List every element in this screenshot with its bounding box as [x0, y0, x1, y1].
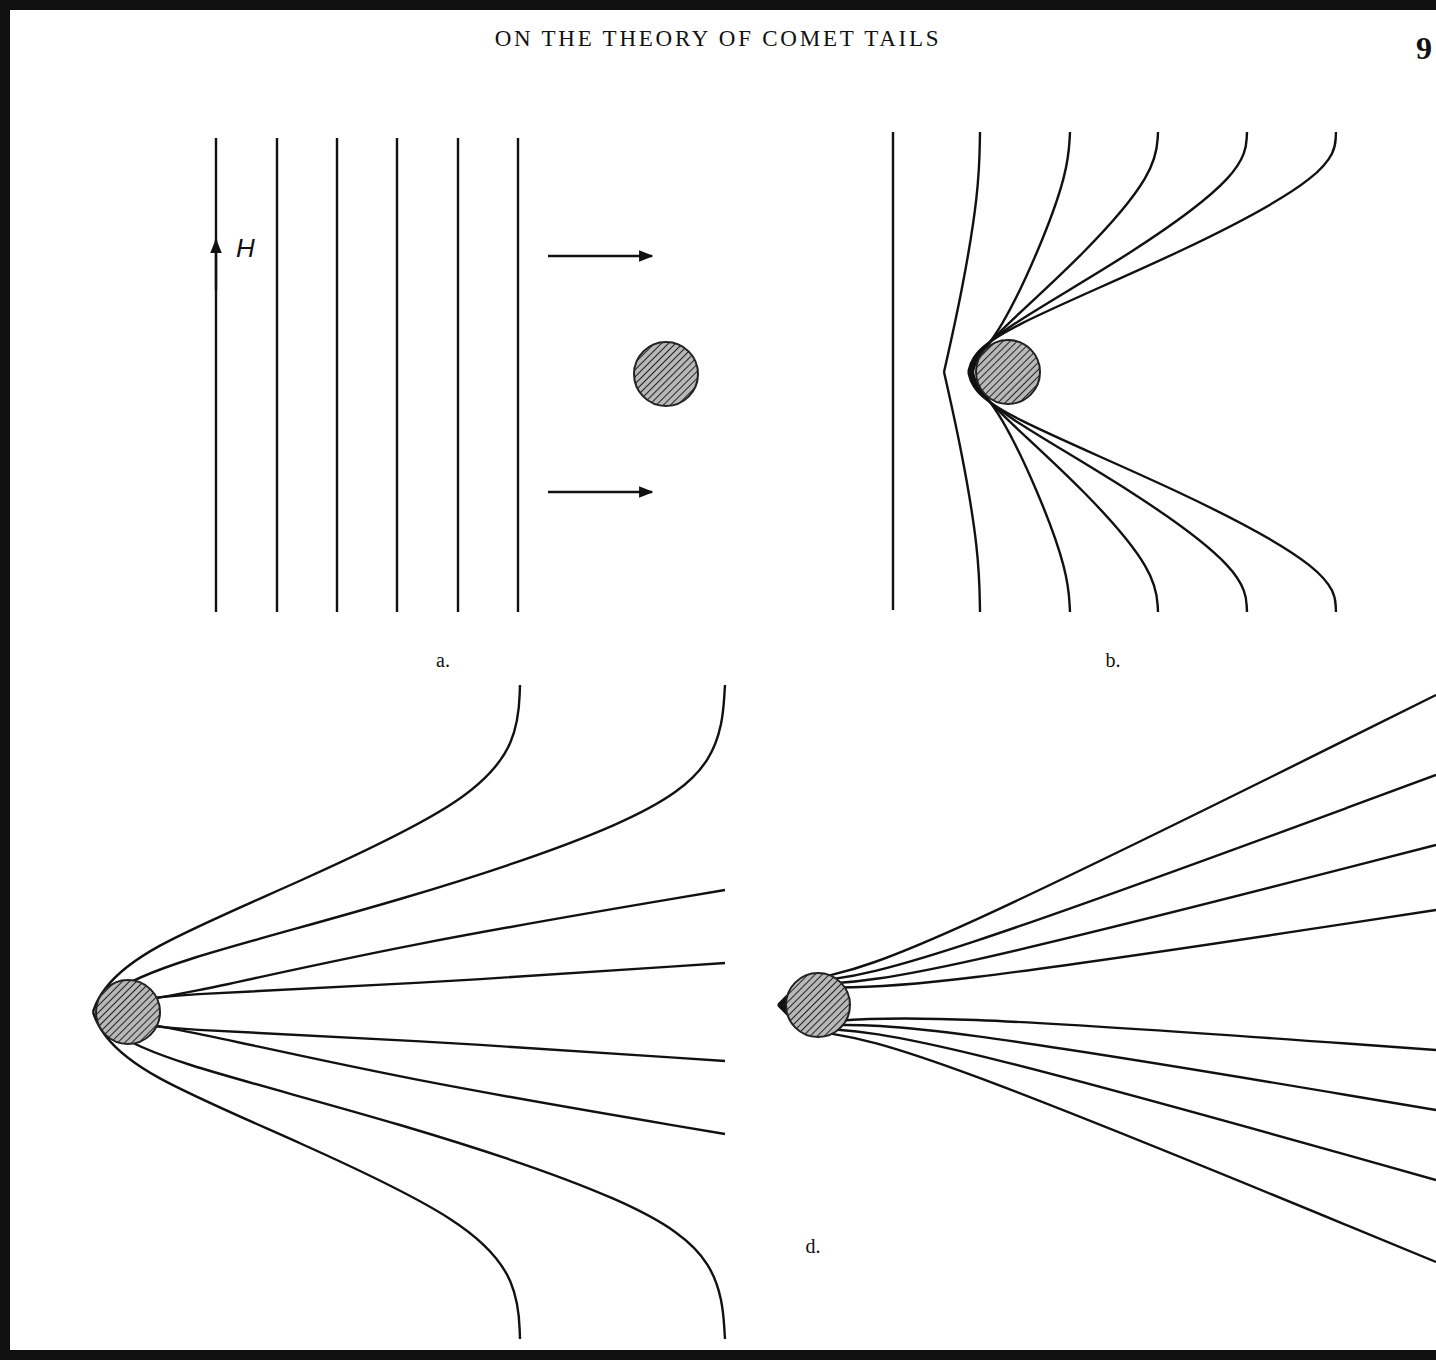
field-line — [780, 775, 1436, 1005]
field-line — [973, 372, 1070, 612]
field-line — [782, 845, 1436, 1005]
panel-label: a. — [436, 650, 450, 670]
field-line — [457, 138, 459, 612]
motion-arrow — [548, 491, 652, 493]
field-line — [973, 132, 1070, 372]
field-line — [778, 695, 1436, 1005]
comet-nucleus — [976, 340, 1040, 404]
page-number: 9 — [1416, 32, 1432, 64]
field-line — [105, 1012, 725, 1061]
field-line — [102, 1012, 725, 1134]
panel-label: d. — [806, 1236, 821, 1256]
field-line — [969, 132, 1337, 372]
field-line — [784, 1005, 1436, 1050]
field-line — [98, 1012, 725, 1339]
comet-nucleus — [96, 980, 160, 1044]
field-line — [970, 132, 1247, 372]
field-line — [98, 685, 725, 1012]
field-line — [517, 138, 519, 612]
running-header: ON THE THEORY OF COMET TAILS — [495, 27, 942, 50]
field-line — [93, 685, 520, 1012]
field-line — [970, 372, 1247, 612]
field-line — [944, 132, 980, 372]
field-line — [93, 1012, 520, 1339]
field-line — [784, 910, 1436, 1005]
field-line — [102, 890, 725, 1012]
comet-nucleus — [786, 973, 850, 1037]
field-label: H — [236, 235, 255, 261]
comet-nucleus — [634, 342, 698, 406]
field-line — [105, 963, 725, 1012]
field-line — [276, 138, 278, 612]
field-line — [944, 372, 980, 612]
field-line — [892, 132, 894, 610]
panel-label: b. — [1106, 650, 1121, 670]
field-line — [969, 372, 1337, 612]
motion-arrow — [548, 255, 652, 257]
field-line — [780, 1005, 1436, 1180]
field-line — [396, 138, 398, 612]
field-line — [336, 138, 338, 612]
field-line — [778, 1005, 1436, 1262]
field-line — [782, 1005, 1436, 1110]
field-line — [215, 138, 217, 612]
field-arrow — [215, 240, 217, 290]
page-frame — [5, 5, 1436, 1355]
